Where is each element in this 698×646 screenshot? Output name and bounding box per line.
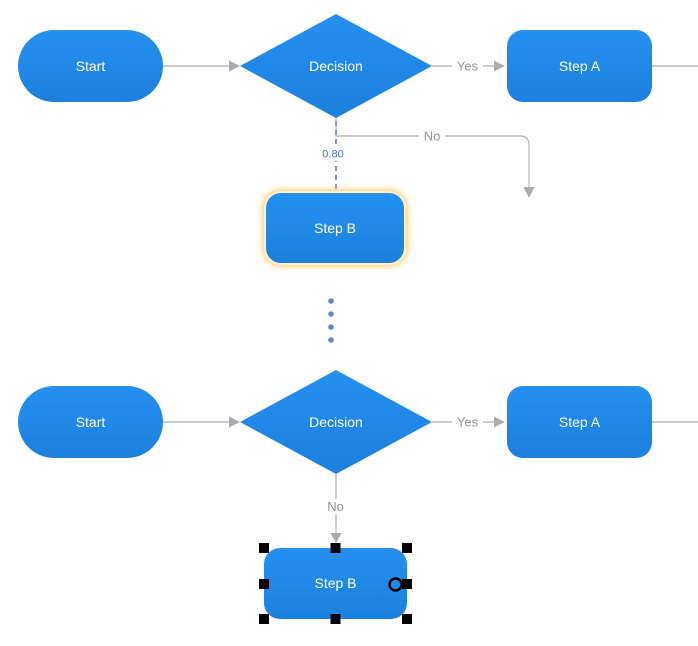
- ellipsis-dot: [328, 298, 334, 304]
- edge-label-bg: [317, 146, 351, 161]
- arrowhead-icon: [494, 416, 505, 428]
- node-decision[interactable]: Decision: [240, 14, 432, 118]
- resize-handle-s[interactable]: [330, 614, 341, 624]
- node-label: Step B: [314, 220, 356, 236]
- edge-label-no: No: [327, 499, 344, 514]
- edge-start-to-decision[interactable]: [163, 60, 240, 72]
- edge-label-yes: Yes: [457, 59, 479, 74]
- edge-label-bg: [323, 499, 348, 514]
- resize-handle-ne[interactable]: [402, 543, 412, 553]
- arrowhead-icon: [229, 416, 240, 428]
- edge-decision-to-stepb-dashed[interactable]: 0.80: [317, 121, 351, 190]
- node-label: Step A: [559, 414, 601, 430]
- node-label: Step B: [314, 575, 356, 591]
- node-label: Start: [76, 414, 106, 430]
- edge-label-yes: Yes: [457, 415, 479, 430]
- edge-label-no: No: [424, 129, 441, 144]
- node-label: Decision: [309, 414, 363, 430]
- node-decision[interactable]: Decision: [240, 370, 432, 474]
- node-step-a[interactable]: Step A: [507, 30, 652, 102]
- resize-handle-e[interactable]: [402, 579, 412, 589]
- flowchart-top: No 0.80 Yes Start Decision: [18, 14, 698, 265]
- resize-handle-nw[interactable]: [259, 543, 269, 553]
- edge-no[interactable]: No: [323, 474, 348, 543]
- resize-handle-w[interactable]: [259, 579, 269, 589]
- node-label: Start: [76, 58, 106, 74]
- ellipsis-dot: [328, 337, 334, 343]
- arrowhead-icon: [330, 533, 342, 543]
- edge-label-bg: [452, 58, 483, 74]
- ellipsis-dot: [328, 311, 334, 317]
- edge-label-bg: [419, 128, 445, 144]
- selection-adornment: [259, 543, 412, 624]
- resize-handle-sw[interactable]: [259, 614, 269, 624]
- edge-yes[interactable]: Yes: [432, 414, 505, 430]
- node-step-b-selected[interactable]: Step B: [264, 548, 407, 619]
- node-label: Decision: [309, 58, 363, 74]
- edge-label-bg: [452, 414, 483, 430]
- node-step-b-highlighted[interactable]: Step B: [264, 191, 406, 265]
- resize-handle-se[interactable]: [402, 614, 412, 624]
- resize-handle-n[interactable]: [330, 543, 341, 553]
- node-label: Step A: [559, 58, 601, 74]
- edge-probability-label: 0.80: [322, 149, 343, 161]
- flowchart-bottom: No Yes Start Decision Step A S: [18, 370, 698, 624]
- ellipsis-dot: [328, 324, 334, 330]
- node-start[interactable]: Start: [18, 30, 163, 102]
- edge-yes[interactable]: Yes: [432, 58, 505, 74]
- edge-no[interactable]: No: [335, 118, 535, 198]
- edge-start-to-decision[interactable]: [163, 416, 240, 428]
- arrowhead-icon: [523, 187, 535, 198]
- node-step-a[interactable]: Step A: [507, 386, 652, 458]
- node-port-handle[interactable]: [388, 577, 403, 592]
- arrowhead-icon: [494, 60, 505, 72]
- ellipsis-dots: [328, 298, 334, 343]
- node-start[interactable]: Start: [18, 386, 163, 458]
- arrowhead-icon: [229, 60, 240, 72]
